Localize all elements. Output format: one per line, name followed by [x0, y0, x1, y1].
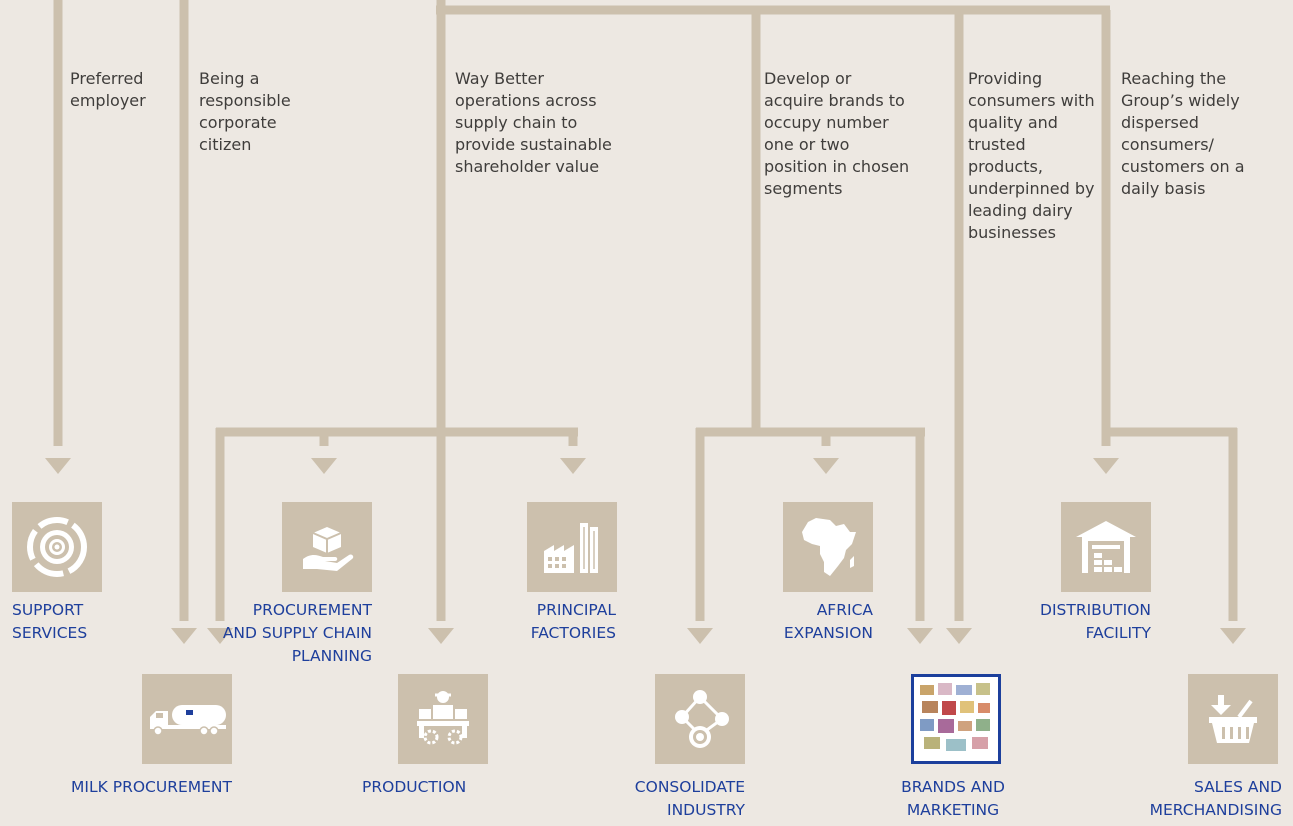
pillar-brands-position: Develop or acquire brands to occupy numb…: [764, 69, 910, 198]
consolidate-industry-tile: [655, 674, 745, 764]
hand-holding-box-icon: [303, 527, 354, 571]
label-support-services: SUPPORT SERVICES: [12, 601, 88, 642]
label-principal-factories: PRINCIPAL FACTORIES: [530, 601, 616, 642]
label-distribution-facility: DISTRIBUTION FACILITY: [1040, 601, 1151, 642]
worker-conveyor-icon: [417, 691, 469, 745]
africa-expansion-tile: [783, 502, 873, 592]
brands-marketing-tile: [911, 674, 1001, 764]
label-procurement-supply-chain: PROCUREMENT AND SUPPLY CHAIN PLANNING: [222, 601, 372, 665]
support-services-tile: [12, 502, 102, 592]
sales-merchandising-tile: [1188, 674, 1278, 764]
factory-building-icon: [544, 523, 598, 573]
pillar-quality-products: Providing consumers with quality and tru…: [968, 69, 1095, 242]
gear-target-icon: [27, 517, 87, 577]
label-africa-expansion: AFRICA EXPANSION: [783, 601, 873, 642]
pillar-reaching-consumers: Reaching the Group’s widely dispersed co…: [1121, 69, 1245, 198]
africa-map-icon: [802, 518, 856, 576]
production-tile: [398, 674, 488, 764]
pillar-responsible-citizen: Being a responsible corporate citizen: [199, 69, 291, 154]
product-collage-image: [920, 683, 990, 751]
label-consolidate-industry: CONSOLIDATE INDUSTRY: [634, 778, 745, 819]
principal-factories-tile: [527, 502, 617, 592]
label-sales-merchandising: SALES AND MERCHANDISING: [1149, 778, 1282, 819]
label-milk-procurement: MILK PROCUREMENT: [71, 778, 232, 796]
label-production: PRODUCTION: [362, 778, 467, 796]
shopping-basket-icon: [1209, 695, 1257, 743]
milk-tanker-truck-icon: [150, 705, 226, 736]
label-brands-marketing: BRANDS AND MARKETING: [901, 778, 1005, 819]
pillar-way-better-operations: Way Better operations across supply chai…: [455, 69, 612, 176]
warehouse-icon: [1076, 521, 1136, 573]
pillar-preferred-employer: Preferred employer: [70, 69, 146, 110]
distribution-facility-tile: [1061, 502, 1151, 592]
procurement-supply-chain-tile: [282, 502, 372, 592]
connected-network-icon: [675, 690, 729, 748]
milk-procurement-tile: [142, 674, 232, 764]
